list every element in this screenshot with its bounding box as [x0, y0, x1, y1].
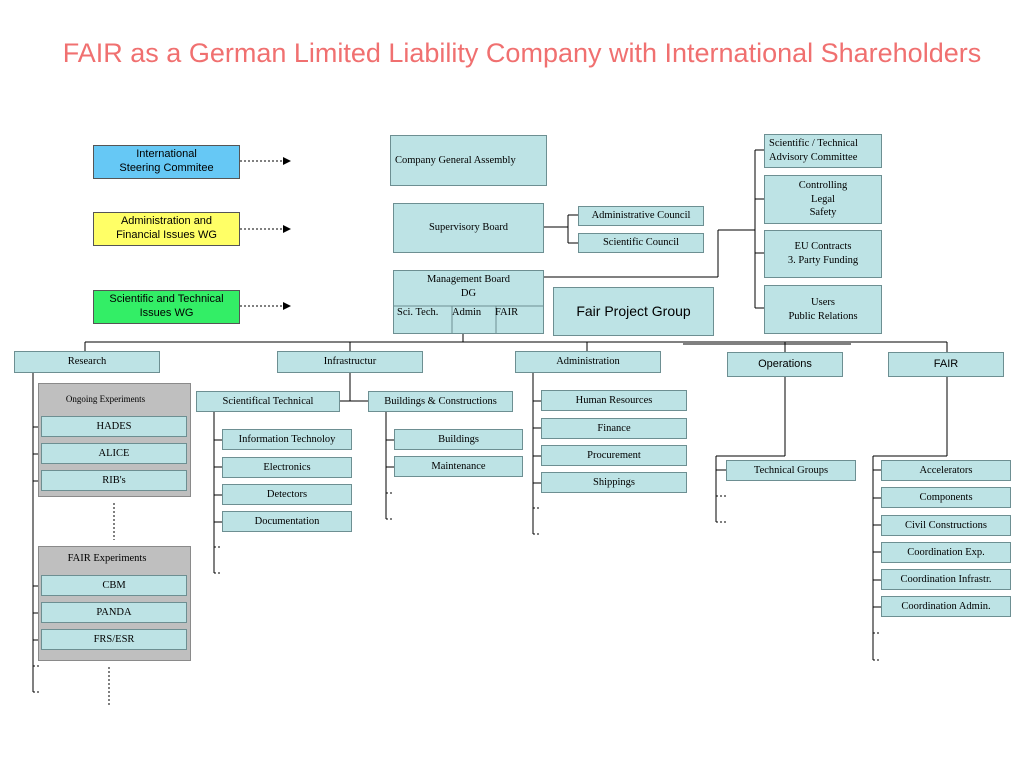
administrative-council[interactable]: Administrative Council — [578, 206, 704, 226]
admin-procurement[interactable]: Procurement — [541, 445, 687, 466]
scientifical-technical[interactable]: Scientifical Technical — [196, 391, 340, 412]
division-administration[interactable]: Administration — [515, 351, 661, 373]
mb-sci-tech: Sci. Tech. — [397, 307, 439, 318]
admin-shippings[interactable]: Shippings — [541, 472, 687, 493]
fair-civil-constructions[interactable]: Civil Constructions — [881, 515, 1011, 536]
fair-coordination-exp[interactable]: Coordination Exp. — [881, 542, 1011, 563]
buildings-constructions[interactable]: Buildings & Constructions — [368, 391, 513, 412]
fair-accelerators[interactable]: Accelerators — [881, 460, 1011, 481]
experiment-hades[interactable]: HADES — [41, 416, 187, 437]
infra-maintenance[interactable]: Maintenance — [394, 456, 523, 477]
ops-technical-groups[interactable]: Technical Groups — [726, 460, 856, 481]
experiment-alice[interactable]: ALICE — [41, 443, 187, 464]
advisory-committee[interactable]: Scientific / Technical Advisory Committe… — [764, 134, 882, 168]
division-research[interactable]: Research — [14, 351, 160, 373]
fair-components[interactable]: Components — [881, 487, 1011, 508]
experiment-ribs[interactable]: RIB's — [41, 470, 187, 491]
management-board-dividers — [393, 305, 544, 334]
page-title: FAIR as a German Limited Liability Compa… — [62, 38, 982, 68]
fair-project-group[interactable]: Fair Project Group — [553, 287, 714, 336]
eu-contracts[interactable]: EU Contracts 3. Party Funding — [764, 230, 882, 278]
division-fair[interactable]: FAIR — [888, 352, 1004, 377]
fair-coordination-admin[interactable]: Coordination Admin. — [881, 596, 1011, 617]
mb-admin: Admin — [452, 307, 482, 318]
ongoing-experiments-label: Ongoing Experiments — [65, 394, 146, 404]
infra-buildings[interactable]: Buildings — [394, 429, 523, 450]
users-public-relations[interactable]: Users Public Relations — [764, 285, 882, 334]
scientific-council[interactable]: Scientific Council — [578, 233, 704, 253]
management-board[interactable]: Management Board DG — [393, 270, 544, 334]
experiment-frs-esr[interactable]: FRS/ESR — [41, 629, 187, 650]
infra-electronics[interactable]: Electronics — [222, 457, 352, 478]
infra-detectors[interactable]: Detectors — [222, 484, 352, 505]
supervisory-board[interactable]: Supervisory Board — [393, 203, 544, 253]
mb-fair: FAIR — [495, 307, 519, 318]
company-general-assembly[interactable]: Company General Assembly — [390, 135, 547, 186]
admin-human-resources[interactable]: Human Resources — [541, 390, 687, 411]
experiment-cbm[interactable]: CBM — [41, 575, 187, 596]
experiment-panda[interactable]: PANDA — [41, 602, 187, 623]
admin-finance[interactable]: Finance — [541, 418, 687, 439]
controlling-legal-safety[interactable]: Controlling Legal Safety — [764, 175, 882, 224]
international-steering-committee[interactable]: International Steering Commitee — [93, 145, 240, 179]
division-infrastructure[interactable]: Infrastructur — [277, 351, 423, 373]
fair-experiments-label: FAIR Experiments — [67, 553, 147, 564]
infra-documentation[interactable]: Documentation — [222, 511, 352, 532]
admin-financial-wg[interactable]: Administration and Financial Issues WG — [93, 212, 240, 246]
sci-tech-issues-wg[interactable]: Scientific and Technical Issues WG — [93, 290, 240, 324]
fair-coordination-infrastr[interactable]: Coordination Infrastr. — [881, 569, 1011, 590]
infra-information-technology[interactable]: Information Technoloy — [222, 429, 352, 450]
division-operations[interactable]: Operations — [727, 352, 843, 377]
